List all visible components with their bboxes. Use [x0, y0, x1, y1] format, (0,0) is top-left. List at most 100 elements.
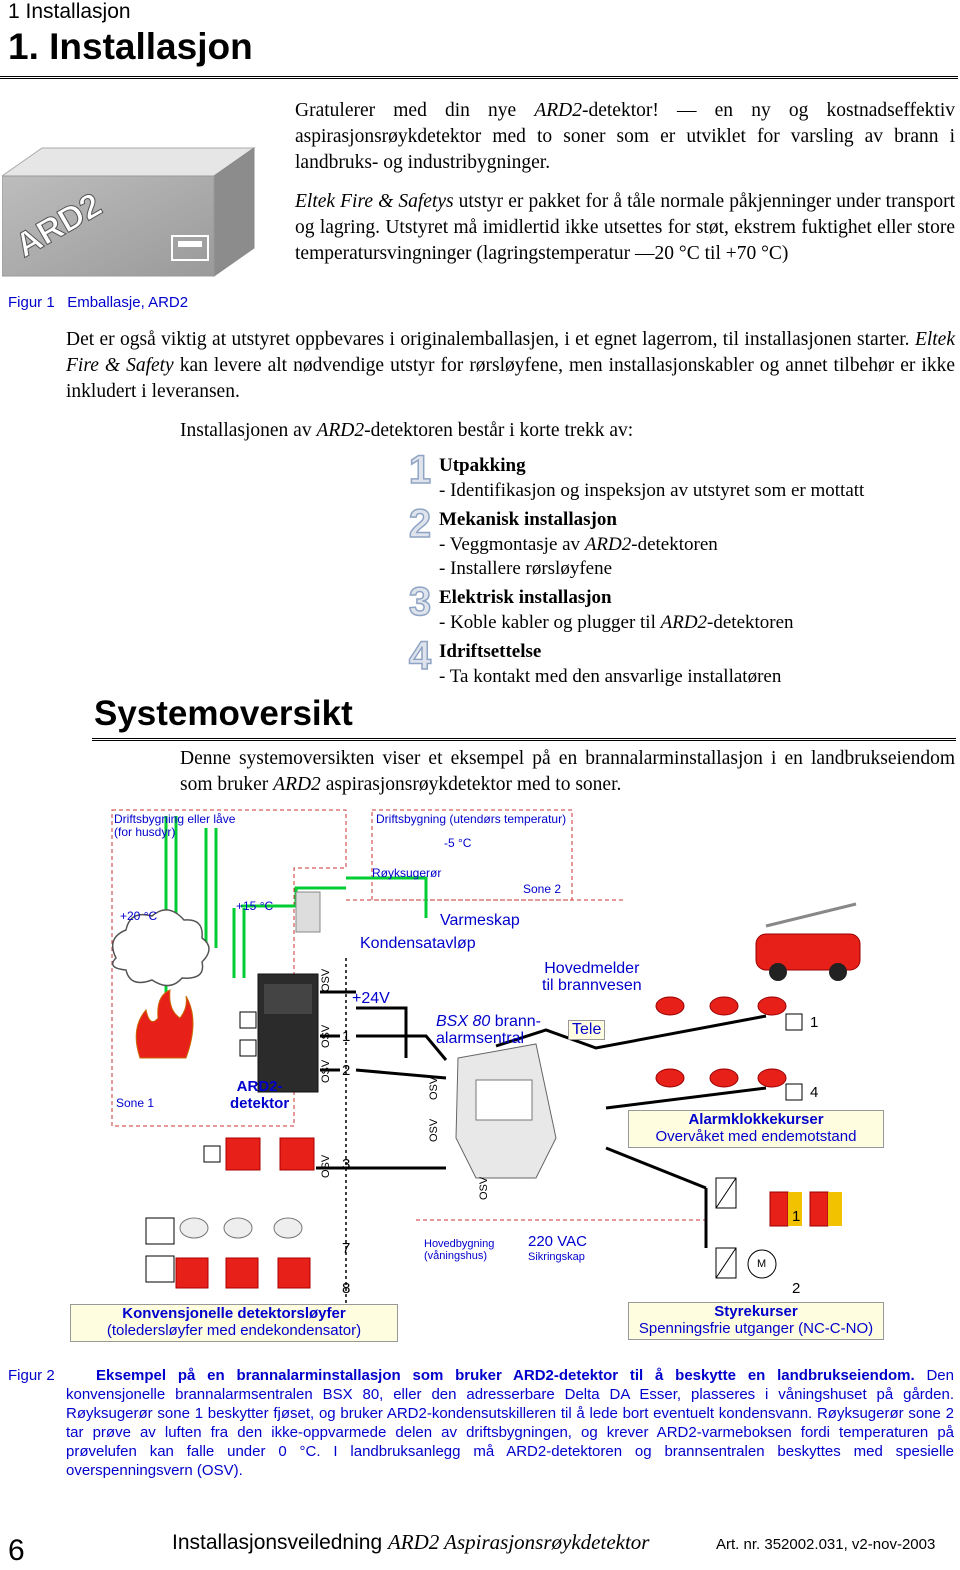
loop-number-8: 8 — [342, 1280, 351, 1297]
temp-20-label: +20 °C — [120, 909, 158, 923]
figure-2-caption-title: Eksempel på en brannalarminstallasjon so… — [96, 1367, 915, 1384]
control-circuits-label: Styrekurser Spenningsfrie utganger (NC-C… — [628, 1302, 884, 1340]
header-rule — [0, 76, 958, 79]
figure-1-caption: Figur 1 Emballasje, ARD2 — [8, 294, 188, 311]
step-line-product: ARD2 — [660, 612, 708, 633]
footer-title-product: ARD2 Aspirasjonsrøykdetektor — [387, 1530, 650, 1554]
conv-title: Konvensjonelle detektorsløyfer — [122, 1305, 346, 1322]
osv-label: OSV — [428, 1076, 440, 1100]
osv-label: OSV — [428, 1118, 440, 1142]
heat-box-label: Varmeskap — [440, 912, 520, 929]
system-p-c: aspirasjonsrøykdetektor med to soner. — [320, 774, 622, 795]
step-title: Idriftsettelse — [439, 641, 542, 662]
section-rule — [92, 738, 956, 741]
system-p-product: ARD2 — [273, 774, 321, 795]
main-building-label: Hovedbygning (våningshus) — [424, 1238, 495, 1262]
motor-icon: M — [757, 1258, 767, 1270]
figure-1-label: Figur 1 — [8, 294, 55, 311]
steps-intro-product: ARD2 — [316, 420, 365, 441]
osv-label: OSV — [478, 1176, 490, 1200]
figure-2-label: Figur 2 — [8, 1367, 55, 1384]
steps-intro-c: -detektoren består i korte trekk av: — [364, 420, 634, 441]
bell-subtitle: Overvåket med endemotstand — [655, 1128, 857, 1145]
ctrl-title: Styrekurser — [714, 1303, 798, 1320]
step-title: Elektrisk installasjon — [439, 587, 612, 608]
figure-1-text: Emballasje, ARD2 — [67, 294, 189, 311]
bsx-text: brann- alarmsentral — [436, 1013, 541, 1047]
running-title: 1 Installasjon — [8, 0, 131, 23]
step-number-1-icon: 1 — [408, 448, 432, 492]
step-title: Utpakking — [439, 455, 526, 476]
alarm-bell-circuits-label: Alarmklokkekurser Overvåket med endemots… — [628, 1110, 884, 1148]
step-line: - Identifikasjon og inspeksjon av utstyr… — [439, 480, 865, 501]
main-alarm-label: Hovedmelder til brannvesen — [542, 960, 642, 994]
osv-label: OSV — [320, 1154, 332, 1178]
relay-number-1: 1 — [792, 1208, 801, 1225]
osv-label: OSV — [320, 1024, 332, 1048]
step-line-product: ARD2 — [584, 534, 632, 555]
condensate-label: Kondensatavløp — [360, 935, 476, 952]
step-line: - Installere rørsløyfene — [439, 558, 613, 579]
intro-p2-text-b: utstyr er pakket for å tåle normale påkj… — [295, 191, 955, 238]
system-paragraph: Denne systemoversikten viser et eksempel… — [180, 746, 955, 798]
conv-subtitle: (toledersløyfer med endekondensator) — [106, 1322, 362, 1339]
smoke-pipe-label: Røyksugerør — [372, 866, 442, 880]
bsx-label: BSX 80 brann- alarmsentral — [436, 1013, 541, 1047]
intro-p3-text-a: Det er også viktig at utstyret oppbevare… — [66, 329, 915, 350]
step-line: - Koble kabler og plugger til ARD2-detek… — [439, 612, 794, 633]
footer-article-number: Art. nr. 352002.031, v2-nov-2003 — [716, 1536, 936, 1553]
step-title: Mekanisk installasjon — [439, 509, 617, 530]
bsx-model: BSX 80 — [436, 1013, 491, 1030]
step-line: - Ta kontakt med den ansvarlige installa… — [439, 666, 782, 687]
step-number-3-icon: 3 — [408, 580, 432, 624]
figure-1-packaging-image: ARD2 — [0, 118, 286, 278]
outdoor-temp: -5 °C — [444, 836, 472, 850]
system-p-a: Denne systemoversikten viser et eksempel… — [180, 748, 955, 795]
intro-p2-text-c: Utstyret må imidlertid ikke utsettes for… — [295, 217, 955, 264]
zone-1-label: Sone 1 — [116, 1096, 155, 1110]
osv-label: OSV — [320, 1059, 332, 1083]
step-number-4-icon: 4 — [408, 634, 432, 678]
intro-p3-company: Eltek Fire & Safety — [66, 329, 955, 376]
step-line: - Veggmontasje av ARD2-detektoren — [439, 534, 718, 555]
vac-label: 220 VAC — [528, 1233, 587, 1250]
outdoor-building-label: Driftsbygning (utendørs temperatur) — [376, 812, 567, 826]
intro-p2-company: Eltek Fire & Safetys — [295, 191, 454, 212]
loop-number-1: 1 — [342, 1028, 351, 1045]
figure-2-caption: Eksempel på en brannalarminstallasjon so… — [66, 1366, 954, 1480]
ctrl-subtitle: Spenningsfrie utganger (NC-C-NO) — [638, 1320, 874, 1337]
footer-title-a: Installasjonsveiledning — [172, 1531, 388, 1554]
steps-intro-a: Installasjonen av — [180, 420, 317, 441]
section-heading: Systemoversikt — [94, 694, 353, 733]
steps-intro: Installasjonen av ARD2-detektoren består… — [180, 418, 633, 444]
figure-2-caption-body: Den konvensjonelle brannalarmsentralen B… — [66, 1367, 954, 1479]
temp-15-label: +15 °C — [236, 899, 274, 913]
zone-2-label: Sone 2 — [523, 882, 562, 896]
step-number-2-icon: 2 — [408, 502, 432, 546]
tele-label: Tele — [568, 1020, 606, 1040]
ard2-detector-label: ARD2- detektor — [230, 1078, 290, 1112]
intro-p3-text-c: kan levere alt nødvendige utstyr for rør… — [66, 355, 955, 402]
intro-paragraph-3: Det er også viktig at utstyret oppbevare… — [66, 327, 955, 405]
loop-number-7: 7 — [342, 1240, 351, 1257]
loop-number-3: 3 — [342, 1156, 351, 1173]
bell-title: Alarmklokkekurser — [688, 1111, 824, 1128]
relay-number-2: 2 — [792, 1280, 801, 1297]
plus-24v-label: +24V — [352, 990, 390, 1007]
intro-paragraph-2: Eltek Fire & Safetys utstyr er pakket fo… — [295, 189, 955, 267]
loop-number-2: 2 — [342, 1062, 351, 1079]
system-diagram: Driftsbygning eller låve (for husdyr) Dr… — [66, 808, 896, 1348]
intro-p1-product: ARD2 — [534, 100, 582, 121]
bell-number-1: 1 — [810, 1014, 819, 1031]
bell-number-4: 4 — [810, 1084, 819, 1101]
osv-label: OSV — [320, 968, 332, 992]
page-number: 6 — [8, 1534, 25, 1567]
intro-p1-text-c: -detektor! — en ny og kostnadseffektiv a… — [295, 100, 955, 173]
intro-paragraph-1: Gratulerer med din nye ARD2-detektor! — … — [295, 98, 955, 176]
barn-label: Driftsbygning eller låve (for husdyr) — [114, 812, 236, 839]
conventional-loops-label: Konvensjonelle detektorsløyfer (toleders… — [70, 1304, 398, 1342]
intro-p1-text-a: Gratulerer med din nye — [295, 100, 535, 121]
chapter-title: 1. Installasjon — [8, 26, 253, 67]
fuse-box-label: Sikringskap — [528, 1251, 585, 1263]
footer-title: Installasjonsveiledning ARD2 Aspirasjons… — [172, 1530, 649, 1555]
